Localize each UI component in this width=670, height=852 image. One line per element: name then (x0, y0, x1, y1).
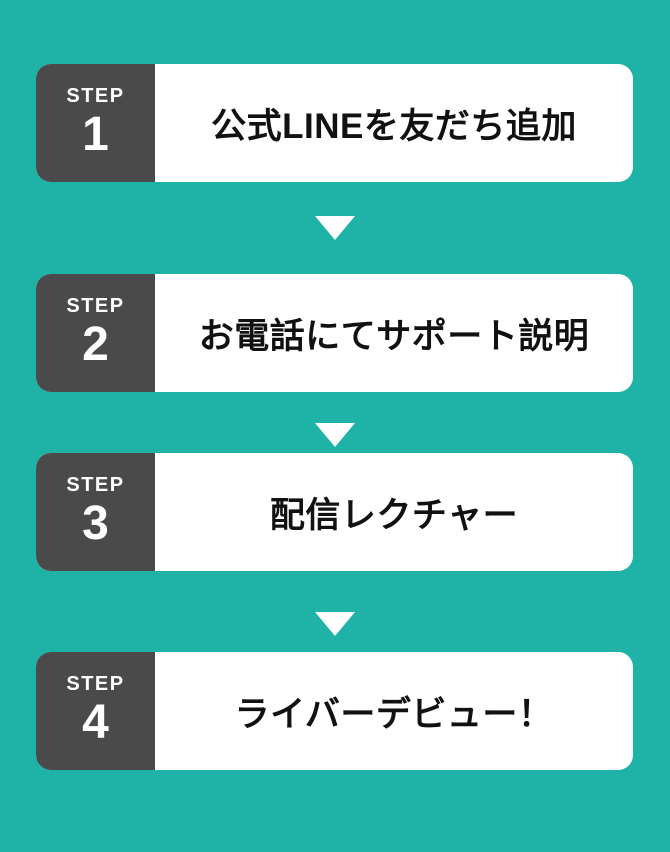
down-arrow-icon (315, 423, 355, 447)
step-4-badge: STEP 4 (36, 652, 155, 770)
step-2-number: 2 (82, 317, 109, 371)
down-arrow-icon (315, 612, 355, 636)
step-1-number: 1 (82, 107, 109, 161)
step-3-text: 配信レクチャー (269, 495, 519, 535)
step-1-badge: STEP 1 (36, 64, 155, 182)
step-1-word: STEP (66, 84, 125, 107)
step-2-badge: STEP 2 (36, 274, 155, 392)
step-3-word: STEP (66, 473, 125, 496)
step-card-4: STEP 4 ライバーデビュー！ (36, 652, 633, 770)
step-card-1: STEP 1 公式LINEを友だち追加 (36, 64, 633, 182)
down-arrow-icon (315, 216, 355, 240)
step-2-word: STEP (66, 294, 125, 317)
step-3-number: 3 (82, 496, 109, 550)
step-2-text: お電話にてサポート説明 (198, 316, 590, 356)
step-4-word: STEP (66, 672, 125, 695)
step-card-3: STEP 3 配信レクチャー (36, 453, 633, 571)
step-4-text: ライバーデビュー！ (234, 694, 554, 734)
step-3-badge: STEP 3 (36, 453, 155, 571)
step-card-2: STEP 2 お電話にてサポート説明 (36, 274, 633, 392)
step-4-number: 4 (82, 695, 109, 749)
step-1-text: 公式LINEを友だち追加 (211, 106, 577, 146)
